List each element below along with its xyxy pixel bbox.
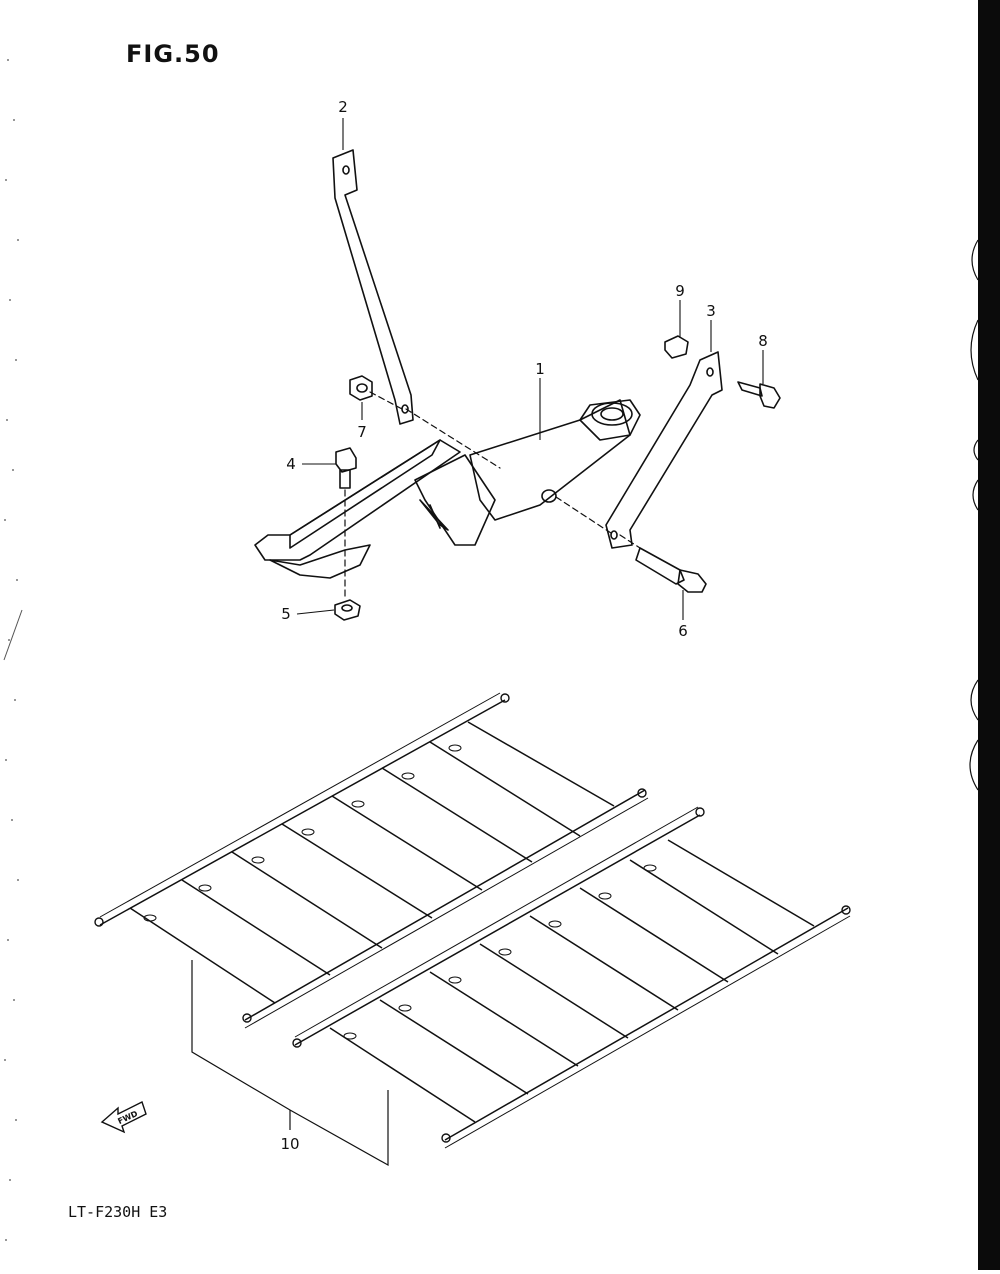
callout-10: 10: [280, 1135, 299, 1153]
tire-chain-left: [99, 692, 649, 1029]
callout-9: 9: [675, 282, 685, 300]
left-stay-part: [332, 149, 414, 425]
chain-end-hooks: [94, 693, 851, 1143]
bolt-8-part: [737, 381, 781, 409]
callout-10-bracket: [191, 960, 389, 1167]
callout-leaders: [296, 118, 764, 620]
tire-chain-right: [294, 806, 851, 1149]
figure-title: FIG.50: [126, 40, 220, 68]
hitch-bracket-part: [254, 399, 641, 579]
right-stay-part: [605, 351, 723, 549]
callout-1: 1: [535, 360, 545, 378]
forward-arrow-icon: FWD: [100, 1101, 147, 1134]
nut-5-part: [334, 599, 361, 621]
bolt-4-part: [335, 447, 357, 489]
callout-3: 3: [706, 302, 716, 320]
callout-5: 5: [281, 605, 291, 623]
callout-8: 8: [758, 332, 768, 350]
callout-2: 2: [338, 98, 348, 116]
callout-6: 6: [678, 622, 688, 640]
chain-link-texture: [143, 744, 657, 1040]
model-code: LT-F230H E3: [68, 1203, 168, 1221]
page-edge-border: [978, 0, 1000, 1270]
callout-labels: 2 3 1 4 5 6 7 8 9 10: [280, 98, 767, 1153]
tire-chain-set-part: [94, 692, 851, 1149]
bolt-6-part: [635, 547, 707, 593]
nut-7-part: [349, 375, 373, 401]
nut-9-part: [664, 335, 689, 359]
callout-7: 7: [357, 423, 367, 441]
scan-edge-speckle: [0, 0, 40, 1270]
callout-4: 4: [286, 455, 296, 473]
adjacent-page-fragment: [969, 239, 979, 791]
